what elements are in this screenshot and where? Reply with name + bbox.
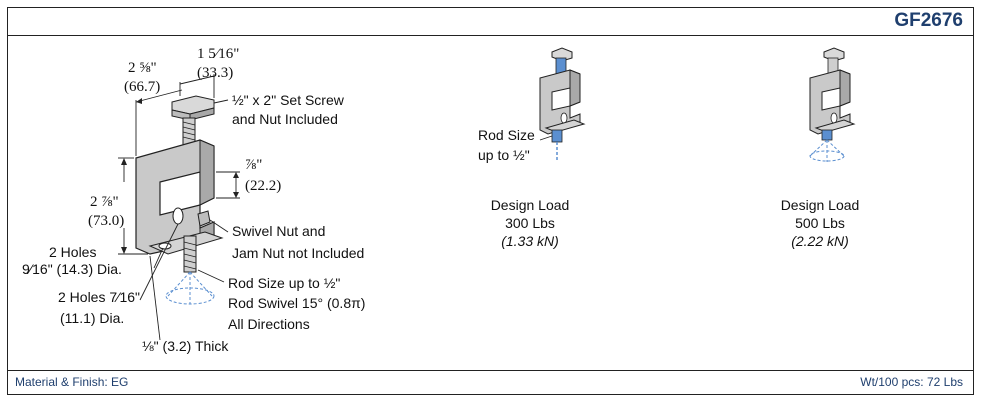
top-dim-mm: (33.3) (197, 65, 233, 81)
weight-per-100: Wt/100 pcs: 72 Lbs (860, 375, 963, 389)
width-dim-mm: (66.7) (124, 79, 160, 95)
variant-300-drawing (539, 47, 586, 160)
small-holes-note-line2: (11.1) Dia. (60, 310, 124, 326)
variant-300-rod-size-line2: up to ½" (478, 147, 530, 163)
rod-note-line2: Rod Swivel 15° (0.8π) (228, 295, 365, 311)
height-dim-mm: (73.0) (88, 213, 124, 229)
height-dim-inches: 2 ⅞" (90, 194, 119, 210)
rod-note-line1: Rod Size up to ½" (228, 275, 340, 291)
design-load-label: Design Load (780, 197, 860, 213)
swivel-note-line2: Jam Nut not Included (232, 245, 364, 261)
variant-500-design-load: Design Load 500 Lbs (2.22 kN) (755, 196, 885, 250)
design-load-lbs: 500 Lbs (795, 215, 845, 231)
rod-note-line3: All Directions (228, 316, 310, 332)
design-load-label: Design Load (490, 197, 570, 213)
design-load-kn: (2.22 kN) (791, 233, 849, 249)
top-dim-inches: 1 5⁄16" (197, 46, 239, 62)
small-holes-note-line1: 2 Holes 7⁄16" (58, 289, 140, 305)
material-finish: Material & Finish: EG (15, 375, 129, 389)
design-load-lbs: 300 Lbs (505, 215, 555, 231)
variant-500-drawing (809, 47, 856, 162)
thickness-note: ⅛" (3.2) Thick (142, 338, 229, 354)
large-holes-note-line2: 9⁄16" (14.3) Dia. (22, 261, 122, 277)
width-dim-inches: 2 ⅝" (128, 60, 157, 76)
spec-sheet-frame (7, 7, 974, 395)
variant-300-design-load: Design Load 300 Lbs (1.33 kN) (465, 196, 595, 250)
swivel-note-line1: Swivel Nut and (232, 223, 325, 239)
header-divider (7, 35, 974, 36)
jaw-dim-mm: (22.2) (245, 178, 281, 194)
large-holes-note-line1: 2 Holes (49, 244, 96, 260)
set-screw-note-line2: and Nut Included (232, 111, 338, 127)
part-number: GF2676 (894, 10, 963, 31)
beam-clamp-drawing (118, 74, 240, 341)
set-screw-note-line1: ½" x 2" Set Screw (232, 92, 345, 108)
jaw-dim-inches: ⅞" (245, 157, 262, 173)
footer-divider (7, 370, 974, 371)
variant-300-rod-size-line1: Rod Size (478, 127, 535, 143)
design-load-kn: (1.33 kN) (501, 233, 559, 249)
